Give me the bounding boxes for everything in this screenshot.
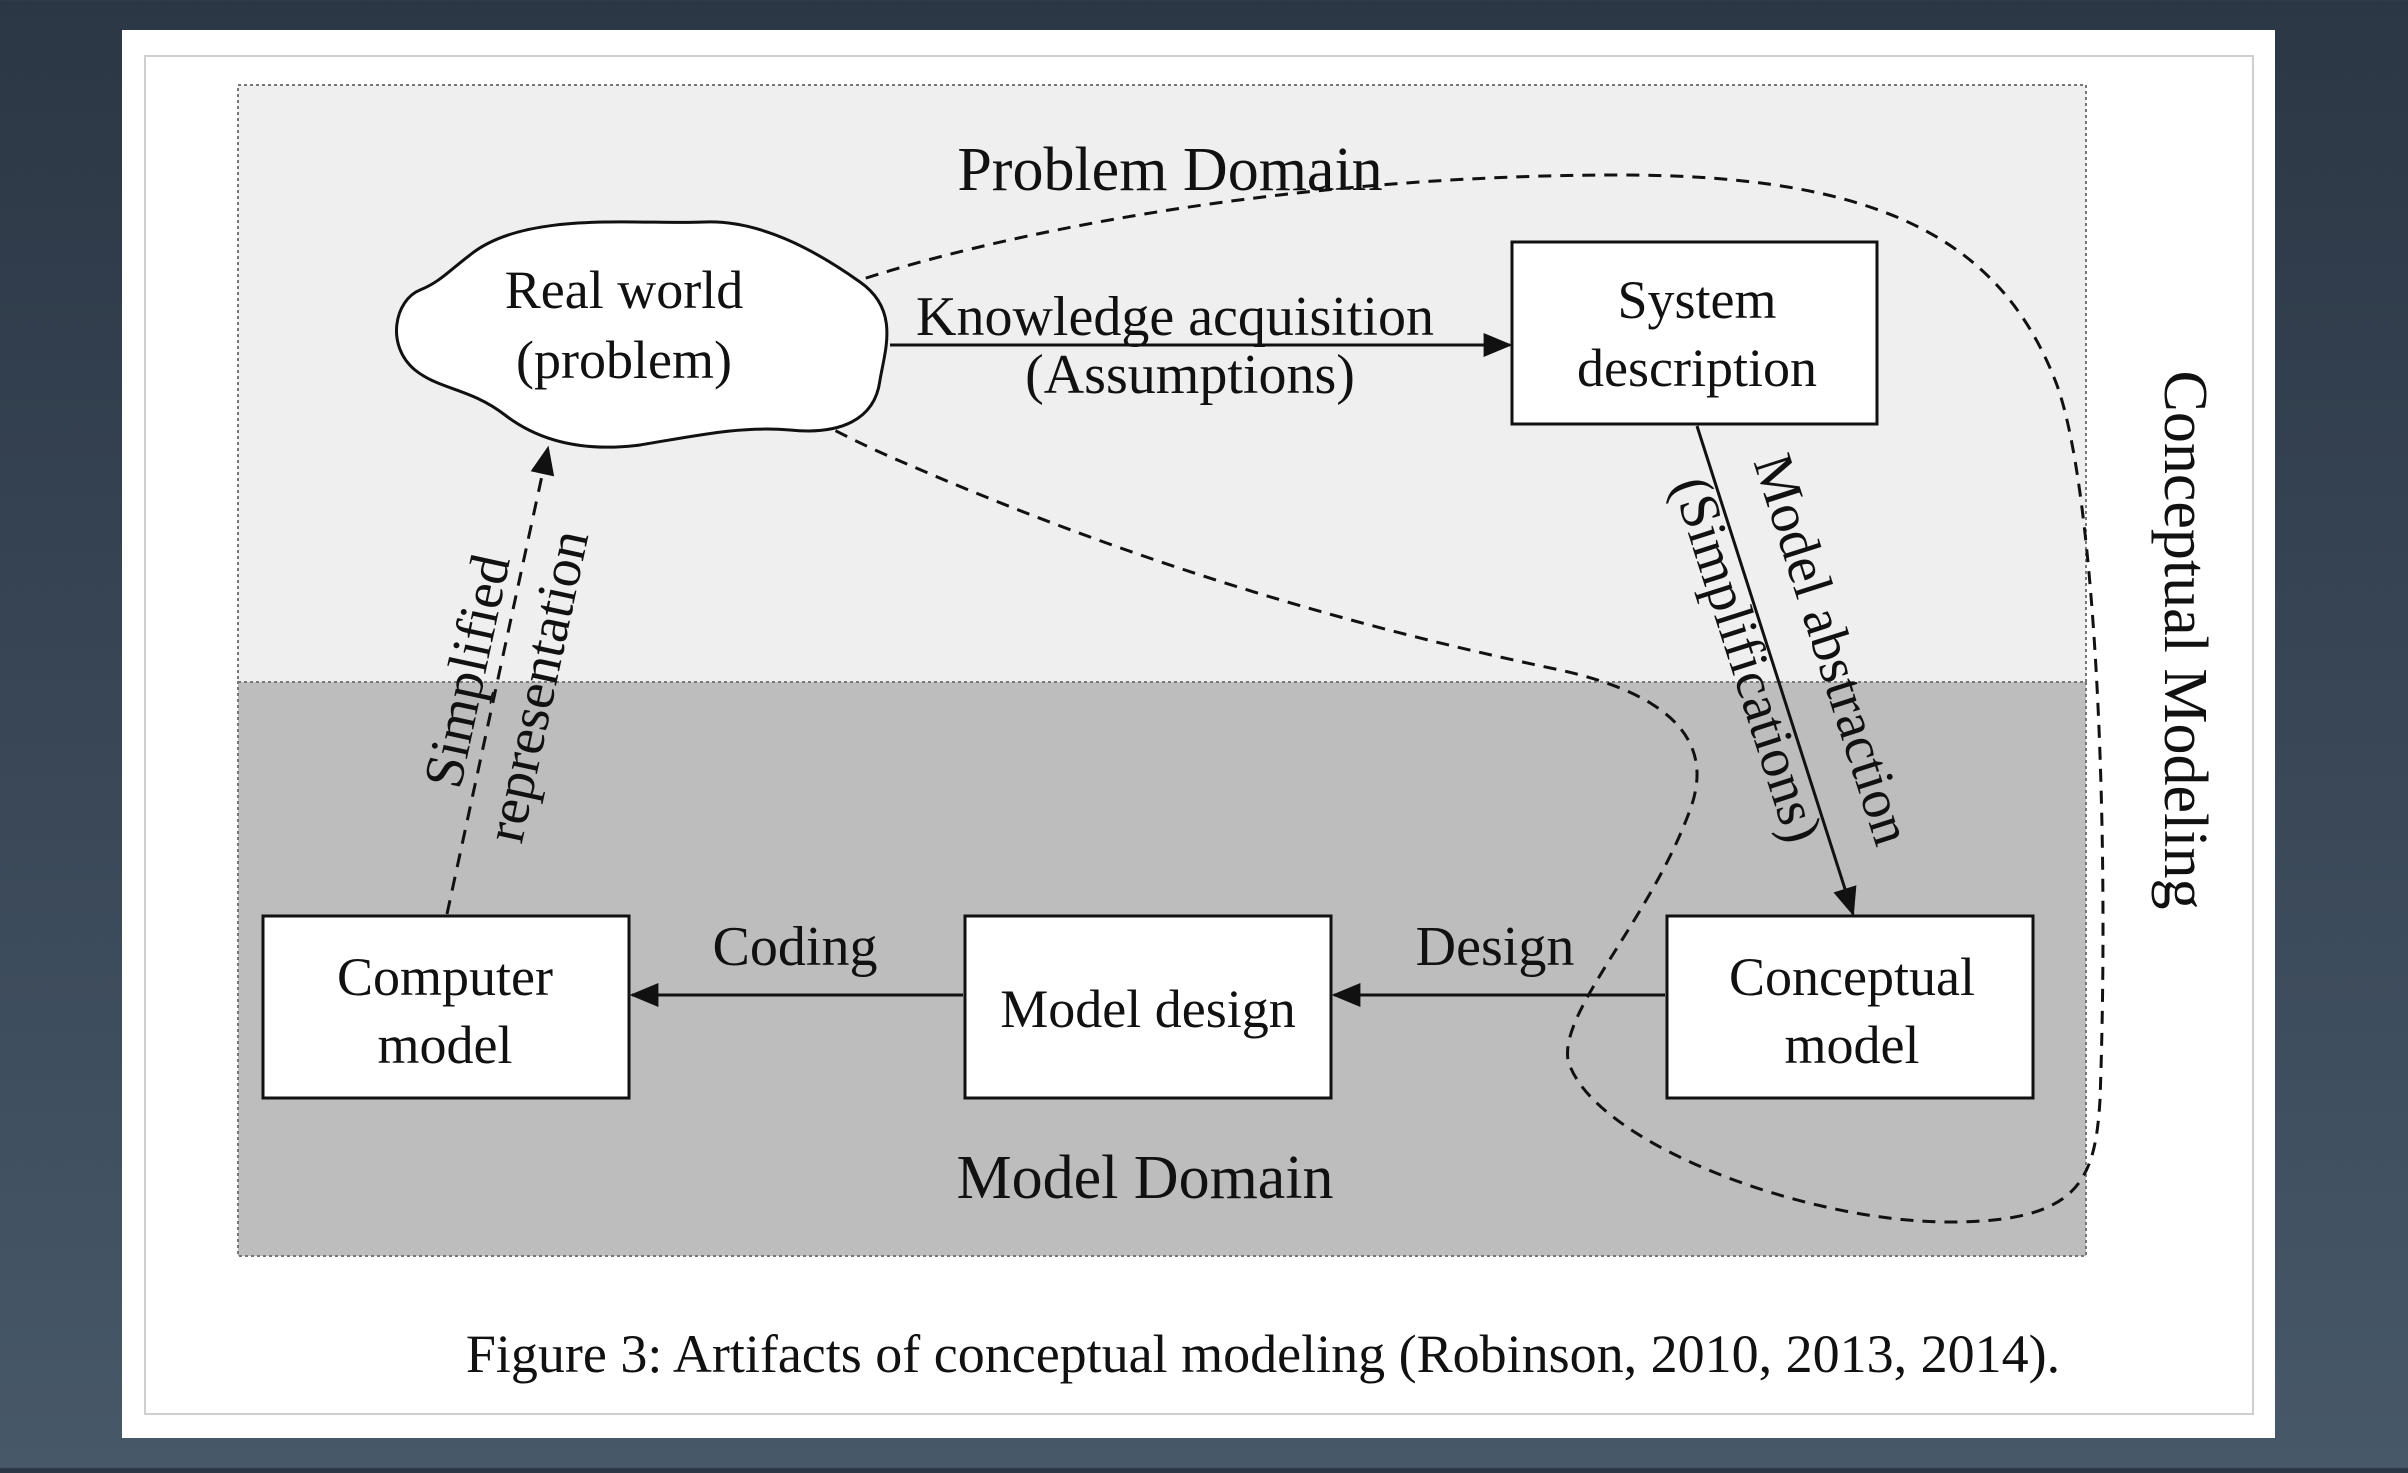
problem-domain-title: Problem Domain <box>957 136 1382 204</box>
model-domain-title: Model Domain <box>956 1144 1333 1212</box>
system-description-line1: System <box>1617 270 1776 330</box>
conceptual-modeling-boundary <box>738 173 2105 1224</box>
real-world-line1: Real world <box>505 260 743 320</box>
real-world-line2: (problem) <box>516 330 732 390</box>
model-design-box <box>963 914 1333 1100</box>
simplified-representation-arrow <box>445 445 555 915</box>
knowledge-acquisition-label: Knowledge acquisition <box>916 286 1434 348</box>
assumptions-label: (Assumptions) <box>1025 344 1355 406</box>
figure-caption: Figure 3: Artifacts of conceptual modeli… <box>466 1324 2060 1384</box>
system-description-line2: description <box>1577 338 1817 398</box>
coding-label: Coding <box>713 916 878 978</box>
conceptual-model-line1: Conceptual <box>1729 947 1975 1007</box>
real-world-cloud <box>395 220 889 449</box>
computer-model-box <box>261 914 631 1100</box>
conceptual-model-box <box>1665 914 2035 1100</box>
model-design-label: Model design <box>1000 979 1295 1039</box>
model-abstraction-arrow <box>1695 425 1857 917</box>
computer-model-line2: model <box>378 1015 513 1075</box>
design-label: Design <box>1416 916 1575 978</box>
computer-model-line1: Computer <box>337 947 553 1007</box>
figure-frame <box>144 55 2254 1415</box>
conceptual-model-line2: model <box>1785 1015 1920 1075</box>
conceptual-modeling-label: Conceptual Modeling <box>2151 371 2219 910</box>
